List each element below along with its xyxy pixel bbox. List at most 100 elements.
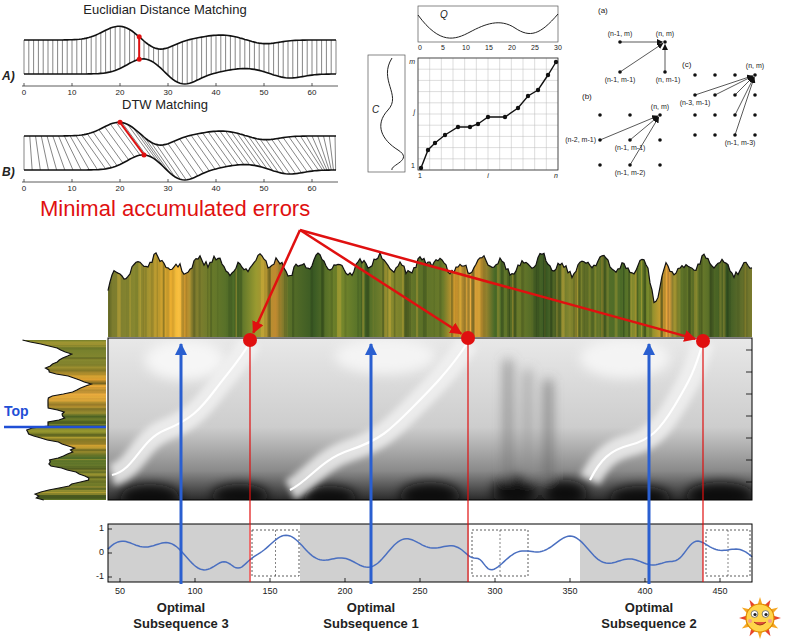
axis-line (22, 86, 338, 87)
match-line (295, 136, 319, 170)
axis-tick-label: 300 (487, 586, 502, 596)
step-arrow (735, 77, 753, 95)
axis-tick-label: 1 (411, 162, 415, 170)
match-line (28, 40, 29, 74)
grid-frame (418, 58, 558, 170)
axis-tick (495, 578, 496, 582)
grid-dot (753, 73, 757, 77)
illustration-part (762, 611, 769, 618)
illustration-part (112, 342, 703, 490)
match-line (153, 48, 154, 63)
match-line (105, 30, 106, 73)
match-line (43, 40, 44, 74)
axis-tick (264, 179, 265, 182)
cell-label: (n, m) (656, 30, 674, 38)
axis-tick (24, 179, 25, 182)
grid-line (418, 102, 558, 103)
grid-dot (753, 93, 757, 97)
color-strip (0, 338, 106, 502)
panel-letter: (c) (682, 60, 691, 69)
match-line (122, 122, 146, 155)
match-line (216, 35, 217, 73)
cell-label: (n-1, m) (608, 30, 633, 38)
match-line (139, 37, 140, 60)
start-arrow (180, 344, 183, 584)
heatmap (108, 338, 752, 500)
match-line (139, 133, 163, 167)
panel-letter: A) (2, 70, 15, 84)
callout-arrow (300, 230, 461, 334)
grid-dot (658, 163, 662, 167)
match-line (134, 33, 135, 61)
match-line (52, 40, 53, 74)
color-stripe (601, 244, 605, 337)
axis-tick (108, 577, 112, 578)
axis-tick-label: 1 (418, 172, 422, 180)
match-line (86, 38, 87, 74)
illustration-part (120, 484, 180, 500)
match-line (115, 27, 116, 71)
match-line (57, 40, 58, 74)
signal-curve (108, 535, 752, 570)
step-arrow (665, 45, 666, 73)
axis-tick (195, 578, 196, 582)
grid-line (418, 125, 558, 126)
illustration-part (525, 370, 530, 480)
axis-label: n (554, 172, 558, 180)
match-line (191, 135, 215, 169)
match-line (272, 139, 296, 173)
match-line (124, 27, 125, 66)
match-line (288, 41, 289, 78)
match-line (177, 44, 178, 83)
axis-tick (570, 578, 571, 582)
match-line (182, 42, 183, 84)
cell-label: (n-1, m-2) (615, 169, 646, 177)
axis-tick (120, 83, 121, 86)
match-line (201, 37, 202, 78)
match-line (264, 44, 265, 72)
grid-dot (598, 163, 602, 167)
match-line (72, 40, 73, 74)
signal-plot (108, 524, 752, 582)
dtw-panel (24, 120, 336, 182)
axis-tick (746, 416, 752, 417)
axis-tick (168, 179, 169, 182)
minimum-dot (696, 334, 710, 348)
match-line (326, 40, 327, 74)
axis-label: m (409, 58, 415, 66)
match-line (197, 134, 221, 168)
match-line (254, 138, 278, 172)
heatmap-frame (108, 338, 752, 500)
axis-tick-label: -1 (96, 571, 104, 581)
illustration-part (746, 604, 774, 632)
series-box (418, 6, 558, 42)
axis-tick (264, 83, 265, 86)
color-stripe (157, 244, 158, 337)
match-line (254, 42, 255, 69)
grid-line (418, 136, 558, 137)
match-line (158, 49, 159, 66)
axis-tick-label: 60 (308, 88, 317, 97)
series-curve (24, 122, 336, 145)
match-line (53, 136, 65, 170)
grid-dot (658, 113, 662, 117)
grid-dot (693, 113, 697, 117)
path-dot (476, 122, 480, 126)
axis-tick (746, 460, 752, 461)
axis-tick-label: 20 (116, 88, 125, 97)
top-marker (4, 426, 106, 429)
axis-tick-label: 30 (164, 88, 173, 97)
color-strip (106, 238, 754, 337)
axis-tick-label: 350 (562, 586, 577, 596)
axis-tick (270, 578, 271, 582)
illustration-part (739, 597, 781, 639)
match-line (59, 136, 73, 170)
illustration-part (142, 152, 147, 157)
step-arrow (715, 76, 753, 95)
subsequence-label: Optimal Subsequence 2 (590, 600, 708, 631)
match-line (249, 41, 250, 69)
match-line (335, 136, 337, 170)
match-line (24, 136, 25, 170)
match-line (211, 36, 212, 75)
